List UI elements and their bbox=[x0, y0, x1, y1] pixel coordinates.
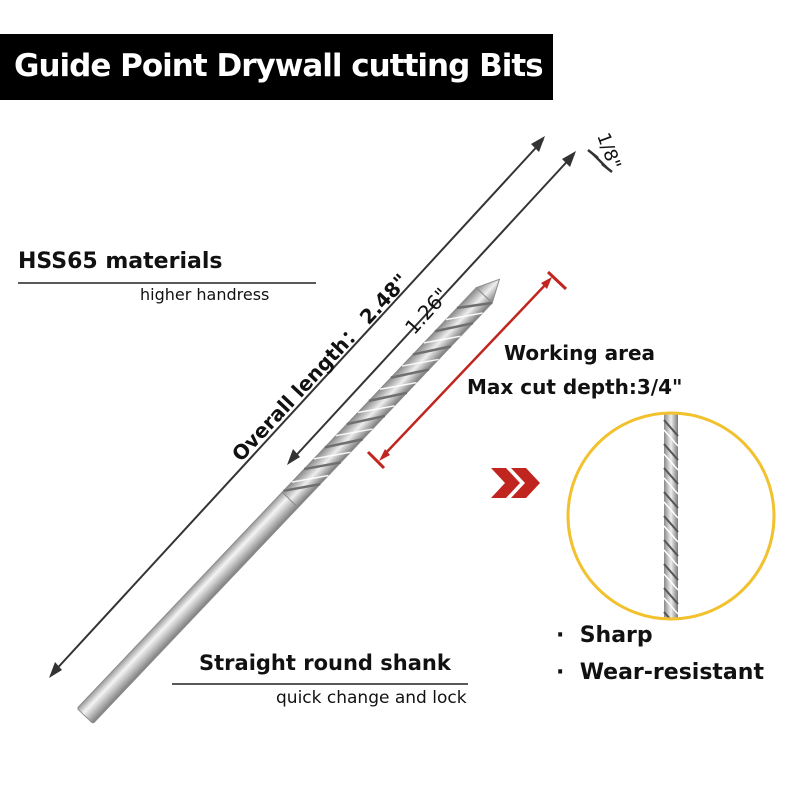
max-cut-depth-label: Max cut depth:3/4" bbox=[467, 375, 683, 399]
working-area-arrow bbox=[366, 270, 568, 470]
flute-length-arrow bbox=[287, 151, 576, 465]
feature-wear-resistant: · Wear-resistant bbox=[556, 660, 764, 685]
shank-heading: Straight round shank bbox=[199, 651, 451, 675]
zoom-detail-circle bbox=[566, 411, 776, 621]
bullet-icon: · bbox=[556, 660, 565, 685]
diameter-marker bbox=[587, 149, 613, 173]
bullet-icon: · bbox=[556, 623, 565, 648]
overall-length-arrow bbox=[49, 136, 545, 678]
title-banner: Guide Point Drywall cutting Bits bbox=[0, 34, 553, 100]
feature-label: Wear-resistant bbox=[579, 660, 764, 685]
shank-subtitle: quick change and lock bbox=[276, 688, 467, 708]
chevron-right-icon bbox=[491, 468, 540, 498]
feature-label: Sharp bbox=[579, 623, 653, 648]
feature-sharp: · Sharp bbox=[556, 623, 653, 648]
page-title: Guide Point Drywall cutting Bits bbox=[14, 48, 544, 84]
material-heading: HSS65 materials bbox=[18, 249, 223, 274]
working-area-heading: Working area bbox=[504, 341, 656, 365]
material-subtitle: higher handress bbox=[140, 285, 270, 304]
drill-bit bbox=[77, 278, 501, 724]
